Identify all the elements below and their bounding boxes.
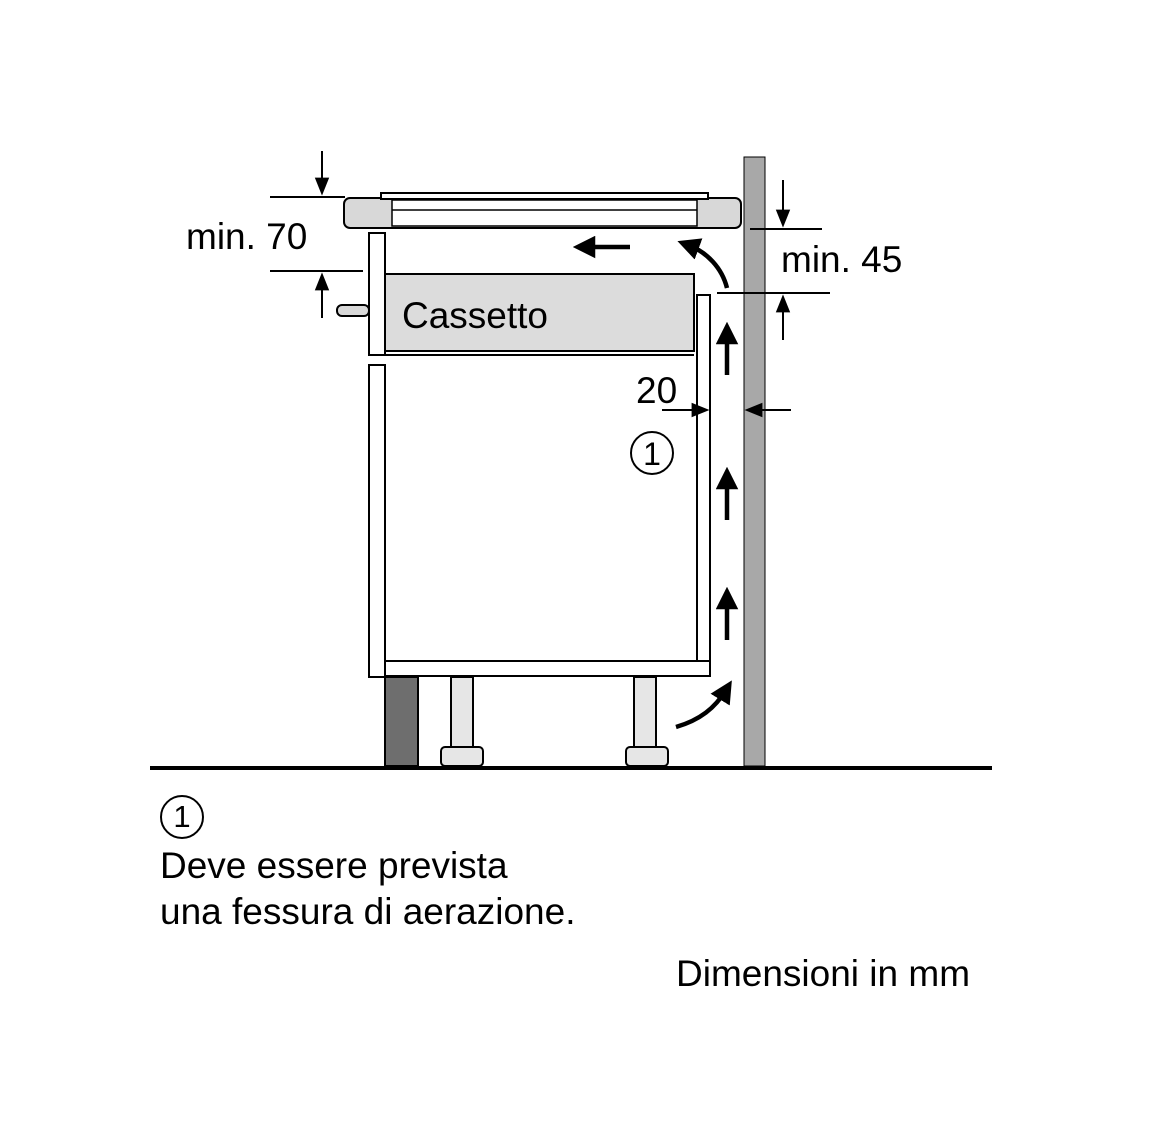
arrow-icon (675, 680, 732, 730)
cabinet-leg-right (625, 676, 669, 767)
circled-number-icon: 1 (160, 795, 204, 839)
label-gap-20: 20 (636, 370, 677, 411)
label-min-70: min. 70 (186, 216, 307, 257)
cabinet-back-panel (696, 294, 711, 663)
label-drawer: Cassetto (402, 295, 548, 336)
airflow-arrows (572, 235, 739, 730)
cabinet-bottom (384, 660, 711, 677)
plinth (384, 676, 419, 767)
units-note: Dimensioni in mm (676, 953, 971, 994)
legend: 1 Deve essere prevista una fessura di ae… (160, 792, 576, 935)
dimension-min-45 (717, 180, 830, 340)
legend-line-2: una fessura di aerazione. (160, 891, 576, 932)
legend-marker: 1 (160, 792, 576, 839)
dimension-min-70 (270, 151, 363, 318)
cabinet-leg-left (440, 676, 484, 767)
arrow-icon (677, 238, 730, 289)
cabinet-door (368, 364, 386, 678)
circled-number-icon (630, 431, 674, 475)
callout-1: 1 (630, 431, 674, 475)
drawer-box (384, 273, 695, 352)
callout-1-number: 1 (643, 436, 661, 472)
label-min-45: min. 45 (781, 239, 902, 280)
rear-wall (743, 156, 766, 767)
drawer-front-panel (368, 232, 386, 356)
drawer-handle (336, 304, 370, 317)
hob (343, 192, 742, 229)
legend-line-1: Deve essere prevista (160, 845, 508, 886)
